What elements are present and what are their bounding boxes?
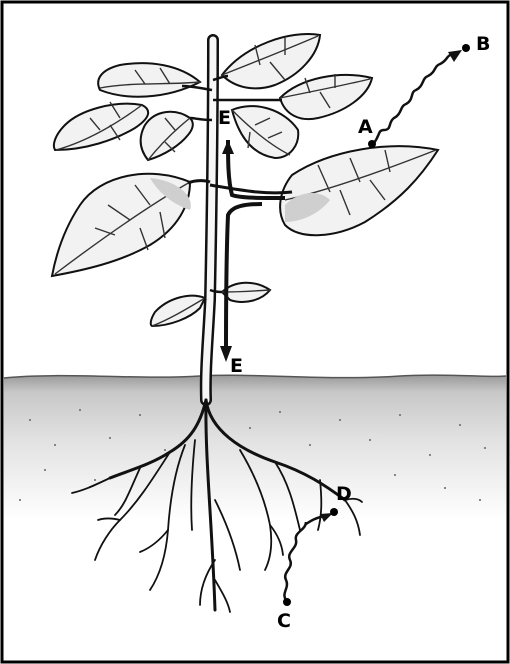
label-e-top: E <box>218 107 231 129</box>
soil <box>4 375 506 520</box>
point-b-dot <box>462 44 470 52</box>
label-c: C <box>277 610 291 632</box>
point-d-dot <box>330 508 338 516</box>
point-a-dot <box>368 140 376 148</box>
label-b: B <box>476 33 490 55</box>
label-e-bottom: E <box>230 355 243 377</box>
label-a: A <box>358 116 373 138</box>
point-c-dot <box>283 598 291 606</box>
label-d: D <box>336 483 352 505</box>
